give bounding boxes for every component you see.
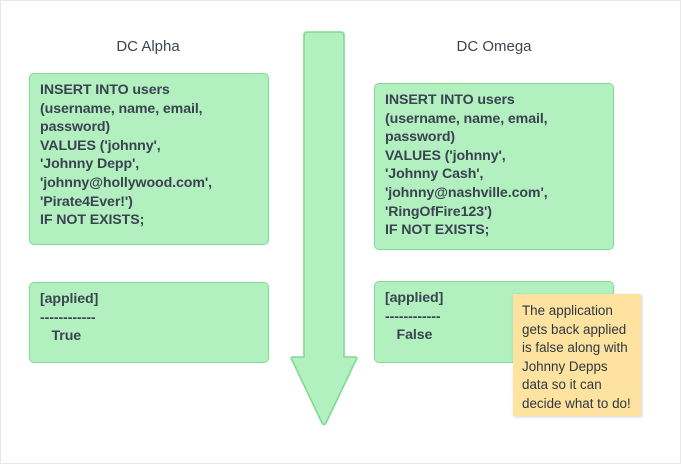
sql-statement-text-omega: INSERT INTO users (username, name, email… [385, 92, 548, 239]
result-text-omega: [applied] ------------ False [385, 290, 444, 344]
result-text-alpha: [applied] ------------ True [40, 291, 99, 345]
column-title-omega: DC Omega [456, 38, 532, 55]
sticky-note-text: The application gets back applied is fal… [522, 303, 631, 411]
sql-statement-text-alpha: INSERT INTO users (username, name, email… [40, 82, 212, 229]
result-box-alpha: [applied] ------------ True [29, 282, 269, 363]
sql-statement-box-omega: INSERT INTO users (username, name, email… [374, 83, 614, 250]
arrow-down-icon [289, 27, 359, 429]
column-title-alpha: DC Alpha [116, 38, 180, 55]
sql-statement-box-alpha: INSERT INTO users (username, name, email… [29, 73, 269, 245]
sticky-note: The application gets back applied is fal… [513, 294, 641, 416]
